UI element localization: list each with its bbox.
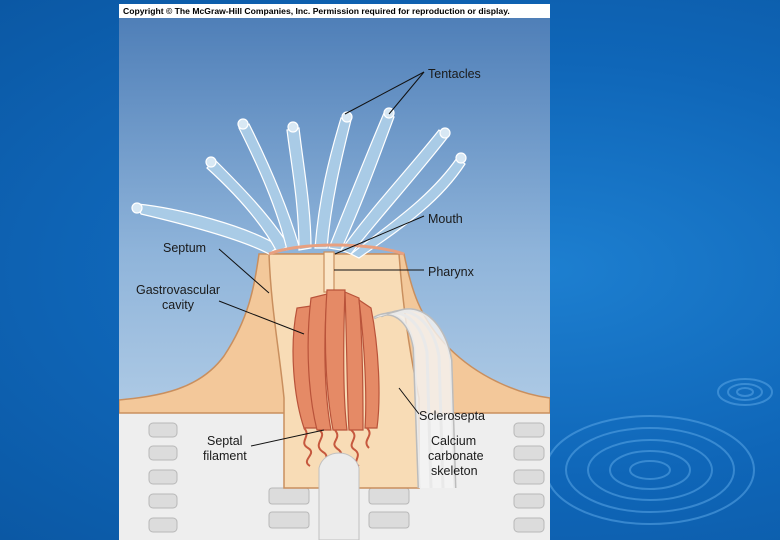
pharynx-tube [323, 251, 335, 293]
calcium-label-line1: Calcium [431, 434, 476, 448]
septal-filament-label-line2: filament [203, 449, 247, 463]
leader-lines [218, 71, 425, 447]
skeleton-columns [148, 422, 545, 533]
copyright-notice: Copyright © The McGraw-Hill Companies, I… [119, 4, 550, 18]
gastrovascular-label-line1: Gastrovascular [136, 283, 220, 297]
tentacles-label: Tentacles [428, 67, 481, 81]
pharynx-label: Pharynx [428, 265, 475, 279]
sclerosepta-label: Sclerosepta [419, 409, 485, 423]
septal-filament-label-line1: Septal [207, 434, 242, 448]
calcium-label-line2: carbonate [428, 449, 484, 463]
oral-disc [268, 243, 405, 256]
central-skeleton-spike [318, 452, 360, 540]
septum-label: Septum [163, 241, 206, 255]
calcium-label-line3: skeleton [431, 464, 478, 478]
gastrovascular-label-line2: cavity [162, 298, 195, 312]
septal-folds [292, 289, 380, 431]
coral-polyp-diagram: Tentacles Mouth Septum Pharynx Gastrovas… [119, 18, 550, 540]
sclerosepta-fill [374, 309, 455, 488]
water-ripple-decoration [545, 378, 773, 525]
coral-polyp-figure: Copyright © The McGraw-Hill Companies, I… [119, 4, 550, 540]
mouth-label: Mouth [428, 212, 463, 226]
tentacles [131, 107, 467, 259]
